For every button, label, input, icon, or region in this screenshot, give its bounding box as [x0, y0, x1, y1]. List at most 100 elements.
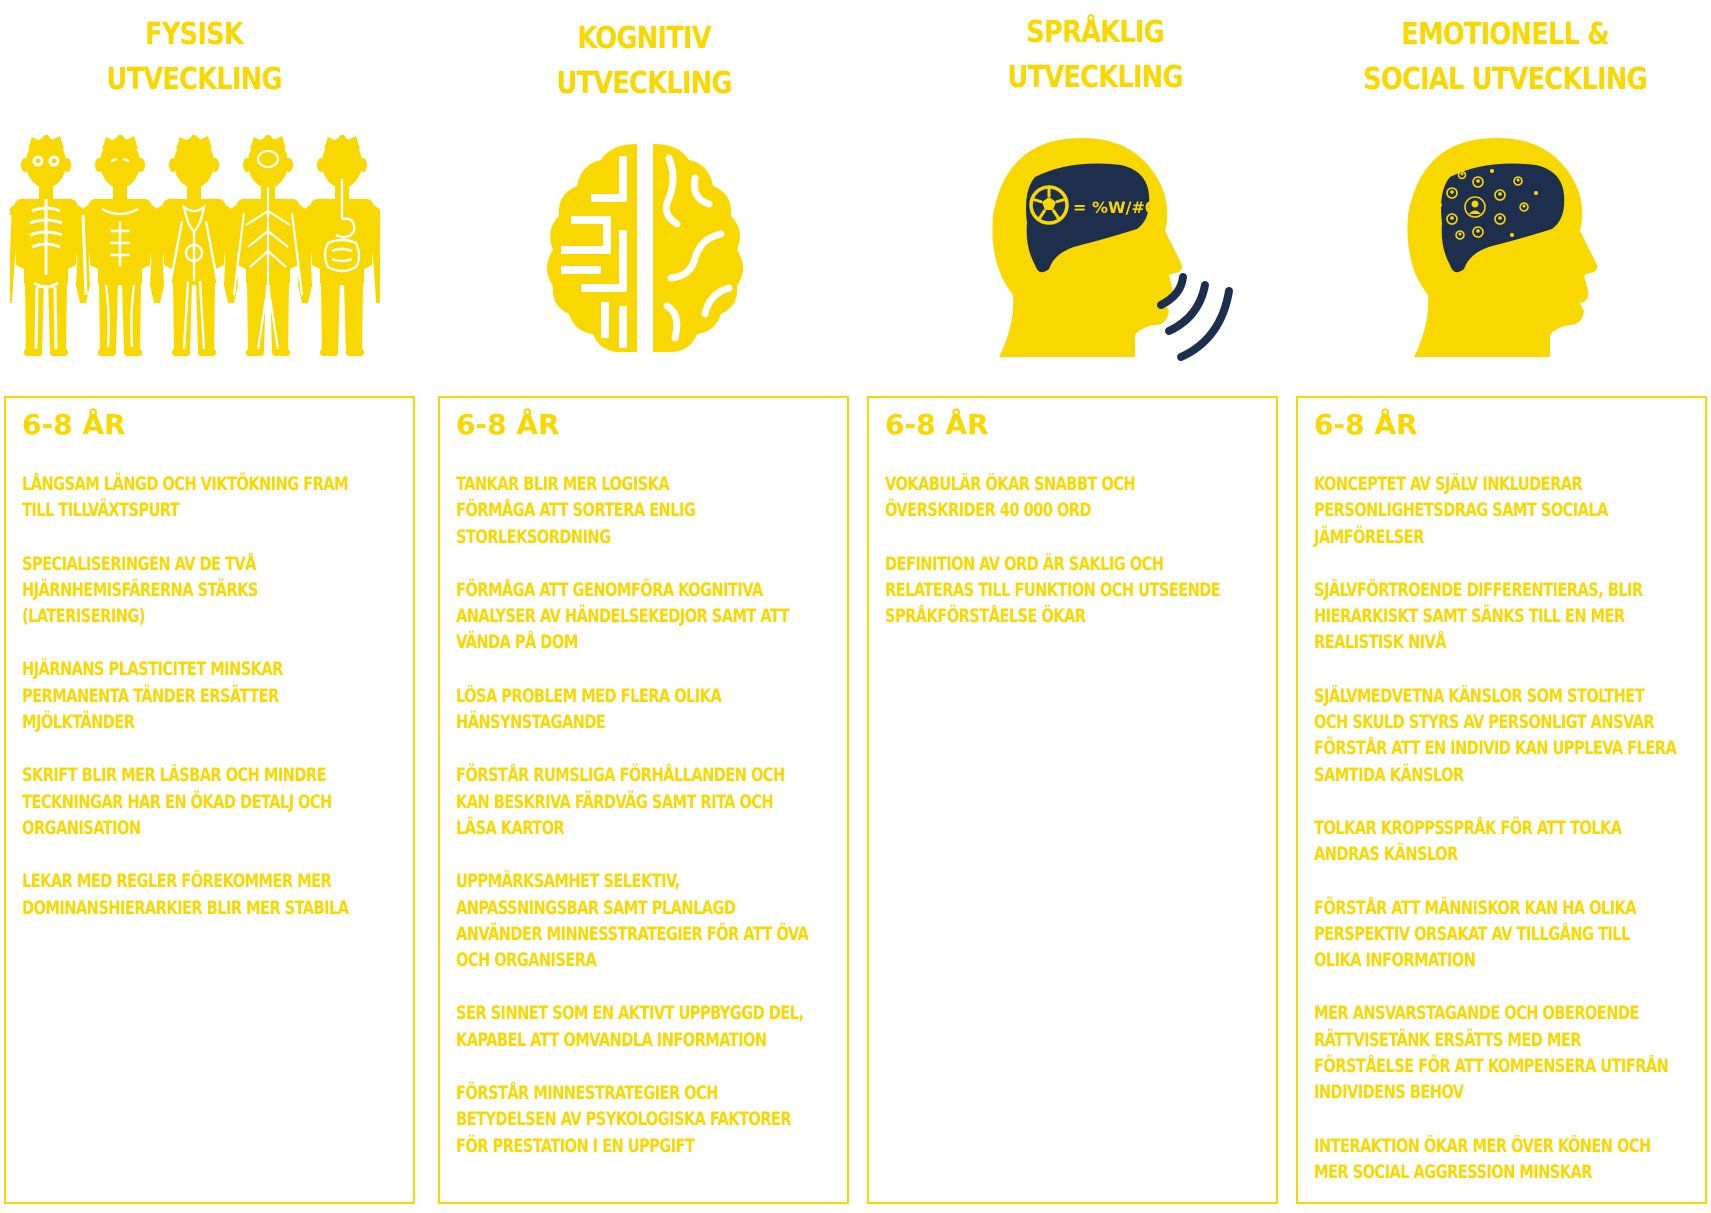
title-emotionell-social: EMOTIONELL & SOCIAL UTVECKLING	[1346, 12, 1664, 102]
item-line: SAMTIDA KÄNSLOR	[1314, 764, 1464, 786]
item-line: BETYDELSEN AV PSYKOLOGISKA FAKTORER	[456, 1109, 792, 1131]
item-list: KONCEPTET AV SJÄLV INKLUDERAR PERSONLIGH…	[1314, 472, 1695, 1213]
title-line: SOCIAL UTVECKLING	[1363, 62, 1648, 97]
title-kognitiv: KOGNITIV UTVECKLING	[515, 16, 773, 106]
item-line: SJÄLVFÖRTROENDE DIFFERENTIERAS, BLIR	[1314, 579, 1643, 601]
list-item: SPECIALISERINGEN AV DE TVÅ HJÄRNHEMISFÄR…	[22, 552, 401, 631]
social-network-head-icon	[1407, 137, 1598, 357]
item-line: ANALYSER AV HÄNDELSEKEDJOR SAMT ATT	[456, 606, 790, 628]
list-item: INTERAKTION ÖKAR MER ÖVER KÖNEN OCH MER …	[1314, 1134, 1693, 1187]
title-line: UTVECKLING	[1007, 60, 1183, 95]
list-item: SJÄLVFÖRTROENDE DIFFERENTIERAS, BLIR HIE…	[1314, 578, 1693, 657]
item-list: VOKABULÄR ÖKAR SNABBT OCH ÖVERSKRIDER 40…	[885, 472, 1266, 657]
item-line: FÖRMÅGA ATT SORTERA ENLIG	[456, 500, 696, 522]
item-line: TILL TILLVÄXTSPURT	[22, 500, 180, 522]
brain-icon	[547, 144, 743, 352]
item-line: DEFINITION AV ORD ÄR SAKLIG OCH	[885, 553, 1164, 575]
human-body-systems-icon	[10, 135, 380, 356]
item-line: STORLEKSORDNING	[456, 526, 611, 548]
item-line: KONCEPTET AV SJÄLV INKLUDERAR	[1314, 474, 1583, 495]
item-line: TECKNINGAR HAR EN ÖKAD DETALJ OCH	[22, 791, 332, 813]
item-line: ANPASSNINGSBAR SAMT PLANLAGD	[456, 897, 736, 919]
item-line: SJÄLVMEDVETNA KÄNSLOR SOM STOLTHET	[1314, 685, 1645, 707]
item-line: SPRÅKFÖRSTÅELSE ÖKAR	[885, 606, 1086, 628]
item-line: OCH SKULD STYRS AV PERSONLIGT ANSVAR	[1314, 712, 1655, 734]
list-item: SER SINNET SOM EN AKTIVT UPPBYGGD DEL, K…	[456, 1001, 835, 1054]
list-item: KONCEPTET AV SJÄLV INKLUDERAR PERSONLIGH…	[1314, 472, 1693, 551]
age-heading: 6-8 ÅR	[22, 408, 126, 441]
list-item: FÖRSTÅR RUMSLIGA FÖRHÅLLANDEN OCH KAN BE…	[456, 763, 835, 842]
item-line: LÅNGSAM LÄNGD OCH VIKTÖKNING FRAM	[22, 474, 349, 495]
item-list: TANKAR BLIR MER LOGISKA FÖRMÅGA ATT SORT…	[456, 472, 837, 1187]
title-line: UTVECKLING	[106, 62, 282, 97]
sound-waves-icon	[1157, 273, 1233, 361]
list-item: LÅNGSAM LÄNGD OCH VIKTÖKNING FRAM TILL T…	[22, 472, 401, 525]
item-line: FÖRSTÅELSE FÖR ATT KOMPENSERA UTIFRÅN	[1314, 1056, 1669, 1078]
speaking-head-icon: = %W/#0	[992, 137, 1233, 361]
item-list: LÅNGSAM LÄNGD OCH VIKTÖKNING FRAM TILL T…	[22, 472, 403, 949]
list-item: VOKABULÄR ÖKAR SNABBT OCH ÖVERSKRIDER 40…	[885, 472, 1264, 525]
item-line: INTERAKTION ÖKAR MER ÖVER KÖNEN OCH	[1314, 1135, 1651, 1157]
title-line: SPRÅKLIG	[1026, 15, 1165, 50]
item-line: SPECIALISERINGEN AV DE TVÅ	[22, 553, 256, 575]
list-item: MER ANSVARSTAGANDE OCH OBEROENDE RÄTTVIS…	[1314, 1001, 1693, 1106]
panel-kognitiv: 6-8 ÅR TANKAR BLIR MER LOGISKA FÖRMÅGA A…	[438, 396, 849, 1204]
list-item: DEFINITION AV ORD ÄR SAKLIG OCH RELATERA…	[885, 552, 1264, 631]
item-line: TOLKAR KROPPSSPRÅK FÖR ATT TOLKA	[1314, 817, 1622, 839]
item-line: VÄNDA PÅ DOM	[456, 632, 578, 654]
age-heading: 6-8 ÅR	[456, 408, 560, 441]
item-line: (LATERISERING)	[22, 606, 145, 628]
item-line: KAPABEL ATT OMVANDLA INFORMATION	[456, 1029, 767, 1051]
item-line: ANVÄNDER MINNESSTRATEGIER FÖR ATT ÖVA	[456, 923, 809, 945]
panel-spraklig: 6-8 ÅR VOKABULÄR ÖKAR SNABBT OCH ÖVERSKR…	[867, 396, 1278, 1204]
item-line: FÖRSTÅR ATT MÄNNISKOR KAN HA OLIKA	[1314, 897, 1637, 919]
list-item: SJÄLVMEDVETNA KÄNSLOR SOM STOLTHET OCH S…	[1314, 684, 1693, 789]
item-line: RÄTTVISETÄNK ERSÄTTS MED MER	[1314, 1029, 1582, 1051]
item-line: REALISTISK NIVÅ	[1314, 632, 1447, 654]
list-item: FÖRMÅGA ATT GENOMFÖRA KOGNITIVA ANALYSER…	[456, 578, 835, 657]
item-line: RELATERAS TILL FUNKTION OCH UTSEENDE	[885, 579, 1221, 601]
item-line: LÖSA PROBLEM MED FLERA OLIKA	[456, 685, 722, 707]
panel-fysisk: 6-8 ÅR LÅNGSAM LÄNGD OCH VIKTÖKNING FRAM…	[4, 396, 415, 1204]
item-line: OLIKA INFORMATION	[1314, 950, 1476, 972]
list-item: TOLKAR KROPPSSPRÅK FÖR ATT TOLKA ANDRAS …	[1314, 816, 1693, 869]
item-line: UPPMÄRKSAMHET SELEKTIV,	[456, 871, 680, 893]
age-heading: 6-8 ÅR	[885, 408, 989, 441]
age-heading: 6-8 ÅR	[1314, 408, 1418, 441]
item-line: SKRIFT BLIR MER LÄSBAR OCH MINDRE	[22, 765, 327, 787]
item-line: PERSPEKTIV ORSAKAT AV TILLGÅNG TILL	[1314, 923, 1630, 945]
item-line: FÖRSTÅR ATT EN INDIVID KAN UPPLEVA FLERA	[1314, 738, 1677, 760]
title-line: EMOTIONELL &	[1401, 17, 1609, 52]
list-item: UPPMÄRKSAMHET SELEKTIV, ANPASSNINGSBAR S…	[456, 869, 835, 974]
list-item: LEKAR MED REGLER FÖREKOMMER MER DOMINANS…	[22, 869, 401, 922]
item-line: MJÖLKTÄNDER	[22, 712, 135, 734]
item-line: VOKABULÄR ÖKAR SNABBT OCH	[885, 474, 1136, 495]
item-line: LEKAR MED REGLER FÖREKOMMER MER	[22, 871, 332, 893]
icon-text: = %W/#0	[1073, 198, 1156, 217]
item-line: OCH ORGANISERA	[456, 950, 597, 972]
item-line: HÄNSYNSTAGANDE	[456, 712, 606, 734]
title-line: UTVECKLING	[556, 66, 732, 101]
list-item: FÖRSTÅR ATT MÄNNISKOR KAN HA OLIKA PERSP…	[1314, 896, 1693, 975]
item-line: FÖRSTÅR MINNESTRATEGIER OCH	[456, 1083, 718, 1105]
item-line: HJÄRNHEMISFÄRERNA STÄRKS	[22, 579, 258, 601]
item-line: PERMANENTA TÄNDER ERSÄTTER	[22, 685, 279, 707]
item-line: PERSONLIGHETSDRAG SAMT SOCIALA	[1314, 500, 1608, 522]
title-fysisk: FYSISK UTVECKLING	[74, 12, 315, 102]
item-line: SER SINNET SOM EN AKTIVT UPPBYGGD DEL,	[456, 1003, 804, 1025]
item-line: FÖRMÅGA ATT GENOMFÖRA KOGNITIVA	[456, 579, 763, 601]
item-line: HIERARKISKT SAMT SÄNKS TILL EN MER	[1314, 606, 1625, 628]
item-line: ORGANISATION	[22, 817, 141, 839]
item-line: FÖRSTÅR RUMSLIGA FÖRHÅLLANDEN OCH	[456, 765, 785, 787]
item-line: FÖR PRESTATION I EN UPPGIFT	[456, 1135, 695, 1157]
ball-icon	[1029, 185, 1069, 225]
item-line: KAN BESKRIVA FÄRDVÄG SAMT RITA OCH	[456, 791, 774, 813]
item-line: ÖVERSKRIDER 40 000 ORD	[885, 500, 1091, 522]
list-item: SKRIFT BLIR MER LÄSBAR OCH MINDRE TECKNI…	[22, 763, 401, 842]
list-item: HJÄRNANS PLASTICITET MINSKAR PERMANENTA …	[22, 657, 401, 736]
item-line: TANKAR BLIR MER LOGISKA	[456, 474, 670, 495]
item-line: ANDRAS KÄNSLOR	[1314, 844, 1458, 866]
panel-emotionell-social: 6-8 ÅR KONCEPTET AV SJÄLV INKLUDERAR PER…	[1296, 396, 1707, 1204]
list-item: FÖRSTÅR MINNESTRATEGIER OCH BETYDELSEN A…	[456, 1081, 835, 1160]
item-line: MER ANSVARSTAGANDE OCH OBEROENDE	[1314, 1003, 1639, 1025]
